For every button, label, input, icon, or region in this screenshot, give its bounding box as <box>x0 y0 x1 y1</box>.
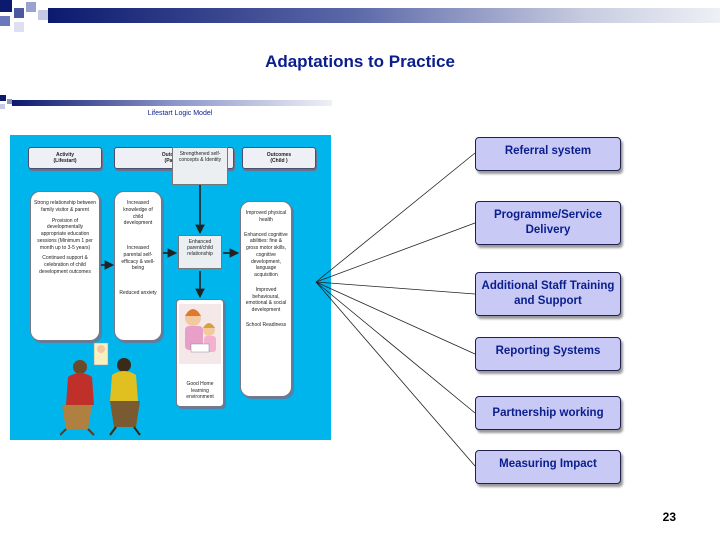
enhanced-relationship-text: Enhanced parent/child relationship <box>187 239 213 257</box>
activity-header-line1: Activity <box>55 152 75 158</box>
child-outcome-item: School Readiness <box>245 321 287 328</box>
adaptation-box-reporting-systems: Reporting Systems <box>475 337 621 371</box>
adaptation-box-partnership-working: Partnership working <box>475 396 621 430</box>
adaptation-box-staff-training: Additional Staff Training and Support <box>475 272 621 316</box>
adaptation-box-programme-delivery: Programme/Service Delivery <box>475 201 621 245</box>
child-header-line2: (Child ) <box>270 158 288 164</box>
home-learning-text: Good Home learning environment <box>186 380 214 401</box>
adaptation-label: Additional Staff Training and Support <box>481 280 615 307</box>
activity-header: Activity (Lifestart) <box>28 147 102 169</box>
parent-outcome-item: Increased knowledge of child development <box>123 200 153 227</box>
home-learning-box: Good Home learning environment <box>176 299 224 407</box>
child-outcomes-header: Outcomes (Child ) <box>242 147 316 169</box>
parent-outcome-item: Reduced anxiety <box>119 290 157 296</box>
adaptation-box-measuring-impact: Measuring Impact <box>475 450 621 484</box>
model-arrows <box>101 185 240 299</box>
activity-box: Strong relationship between family visit… <box>30 191 100 341</box>
child-header-line1: Outcomes <box>266 152 292 158</box>
header-decoration <box>0 0 720 32</box>
family-visit-illustration <box>60 342 141 436</box>
enhanced-relationship-box: Enhanced parent/child relationship <box>178 235 222 269</box>
logic-model-diagram: Activity (Lifestart) Outcomes (Parent) O… <box>10 135 331 440</box>
child-outcome-item: Enhanced cognitive abilities: fine & gro… <box>244 231 288 279</box>
model-header-decoration <box>0 95 332 109</box>
activity-header-line2: (Lifestart) <box>53 158 77 164</box>
adaptation-box-referral-system: Referral system <box>475 137 621 171</box>
reading-family-illustration <box>179 304 221 364</box>
adaptation-label: Programme/Service Delivery <box>493 209 603 236</box>
adaptation-label: Partnership working <box>492 406 604 419</box>
adaptation-label: Referral system <box>504 145 592 157</box>
child-outcome-item: Improved behavioural, emotional & social… <box>245 286 287 313</box>
adaptation-label: Reporting Systems <box>495 345 601 357</box>
logic-model-title: Lifestart Logic Model <box>147 110 213 117</box>
parent-outcome-item: Increased parental self-efficacy & well-… <box>121 245 155 272</box>
page-number: 23 <box>662 510 676 524</box>
activity-item: Continued support & celebration of child… <box>39 255 91 275</box>
parent-outcomes-box: Increased knowledge of child development… <box>114 191 162 341</box>
child-outcomes-box: Improved physical health Enhanced cognit… <box>240 201 292 397</box>
slide-title: Adaptations to Practice <box>265 52 455 71</box>
activity-item: Strong relationship between family visit… <box>34 200 96 213</box>
child-outcome-item: Improved physical health <box>245 210 287 223</box>
self-concept-box: Strengthened self-concepts & Identity <box>172 147 228 185</box>
self-concept-text: Strengthened self-concepts & Identity <box>178 151 222 163</box>
adaptation-label: Measuring Impact <box>499 458 597 470</box>
activity-item: Provision of developmentally appropriate… <box>37 217 93 251</box>
